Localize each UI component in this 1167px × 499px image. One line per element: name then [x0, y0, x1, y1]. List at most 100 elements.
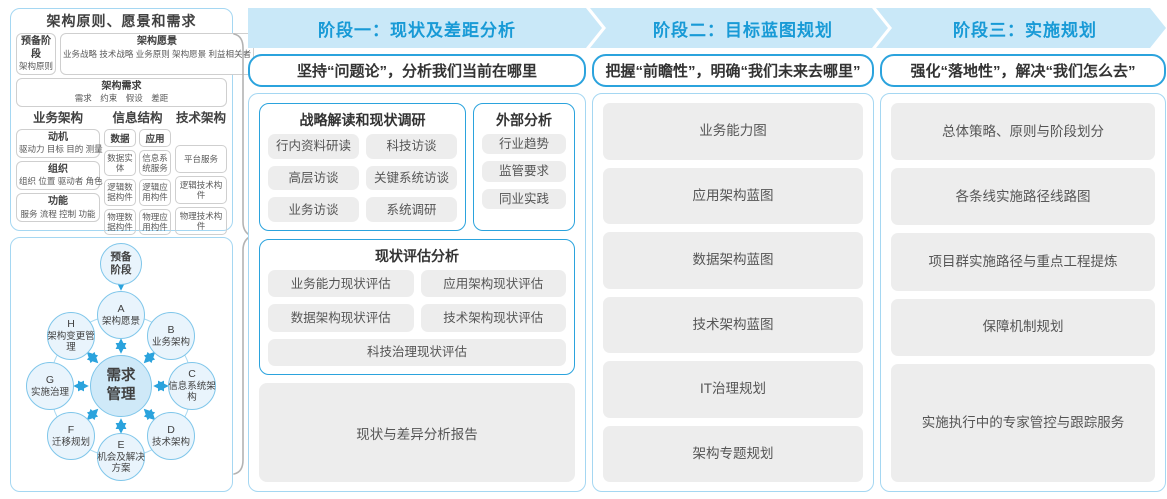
cycle-node-a-letter: A [117, 303, 125, 315]
phase1-item: 科技治理现状评估 [268, 338, 566, 366]
tech-spacer [175, 129, 227, 142]
phase3-header: 阶段三：实施规划 [876, 8, 1166, 48]
framework-top-row: 预备阶段 架构原则 架构愿景 业务战略 技术战略 业务原则 架构愿景 利益相关者 [16, 33, 254, 75]
phase1-item: 业务访谈 [268, 197, 359, 222]
current-assessment-title: 现状评估分析 [375, 248, 459, 264]
cycle-node-a-label: 架构愿景 [101, 315, 140, 327]
data-header: 数据 [104, 128, 136, 147]
phase1-item: 数据架构现状评估 [268, 304, 414, 332]
phase1-item: 系统调研 [366, 197, 457, 222]
cycle-node-h-letter: H [67, 318, 75, 331]
phase1-item: 关键系统访谈 [366, 165, 457, 191]
physical-app-box: 物理应用构件 [139, 208, 171, 235]
organization-title: 组织 [48, 163, 68, 175]
business-architecture-column: 业务架构 动机 驱动力 目标 目的 测量 组织 组织 位置 驱动者 角色 功能 … [16, 110, 103, 235]
cycle-node-f-label: 迁移规划 [51, 436, 90, 448]
cycle-center-label: 需求管理 [106, 368, 136, 403]
organization-box: 组织 组织 位置 驱动者 角色 [16, 160, 103, 190]
framework-title: 架构原则、愿景和需求 [46, 13, 197, 29]
cycle-prep-phase-label: 预备阶段 [110, 250, 132, 276]
phase1-item: 科技访谈 [366, 134, 457, 159]
phase2-item: 应用架构蓝图 [603, 167, 863, 224]
cycle-node-d-letter: D [167, 424, 175, 436]
phase3-subtitle: 强化“落地性”，解决“我们怎么去” [880, 54, 1166, 87]
logical-app-box: 逻辑应用构件 [139, 179, 171, 206]
phase3-item: 实施执行中的专家管控与跟踪服务 [891, 363, 1155, 482]
cycle-node-f-letter: F [67, 424, 75, 436]
cycle-node-h-label: 架构变更管理 [47, 330, 95, 354]
phase2-item: 业务能力图 [603, 103, 863, 160]
application-header: 应用 [139, 128, 171, 147]
phase1-item: 行内资料研读 [268, 134, 359, 159]
phase3-item: 总体策略、原则与阶段划分 [891, 103, 1155, 161]
current-assessment-grid: 业务能力现状评估 应用架构现状评估 数据架构现状评估 技术架构现状评估 科技治理… [268, 270, 566, 366]
phase1-item: 监管要求 [482, 161, 566, 182]
phase2-subtitle: 把握“前瞻性”，明确“我们未来去哪里” [592, 54, 874, 87]
phase2-item: 数据架构蓝图 [603, 232, 863, 289]
cycle-node-b-label: 业务架构 [151, 336, 190, 348]
framework-middle-row: 业务架构 动机 驱动力 目标 目的 测量 组织 组织 位置 驱动者 角色 功能 … [16, 110, 227, 235]
architecture-vision-sub: 业务战略 技术战略 业务原则 架构愿景 利益相关者 [63, 48, 251, 59]
phase1-top-groups: 战略解读和现状调研 行内资料研读 科技访谈 高层访谈 关键系统访谈 业务访谈 系… [259, 103, 575, 231]
cycle-prep-phase-circle: 预备阶段 [100, 243, 142, 285]
prep-phase-box: 预备阶段 架构原则 [16, 33, 57, 75]
external-analysis-title: 外部分析 [496, 112, 552, 128]
phase2-item: IT治理规划 [603, 361, 863, 418]
cycle-node-c-label: 信息系统架构 [168, 380, 216, 404]
motivation-sub: 驱动力 目标 目的 测量 [19, 144, 103, 155]
phase1-item: 应用架构现状评估 [420, 270, 566, 298]
phase3-item: 项目群实施路径与重点工程提炼 [891, 233, 1155, 291]
phase1-header: 阶段一：现状及差距分析 [248, 8, 602, 48]
function-sub: 服务 流程 控制 功能 [20, 208, 96, 219]
phases-area: 阶段一：现状及差距分析 阶段二：目标蓝图规划 阶段三：实施规划 坚持“问题论”，… [248, 8, 1166, 492]
platform-service-box: 平台服务 [175, 144, 227, 173]
logical-data-box: 逻辑数据构件 [104, 179, 136, 206]
strategy-research-title: 战略解读和现状调研 [299, 112, 426, 128]
gap-analysis-report-box: 现状与差异分析报告 [259, 383, 575, 482]
phase1-item: 同业实践 [482, 188, 566, 209]
phase1-item: 业务能力现状评估 [268, 270, 414, 298]
information-structure-title: 信息结构 [112, 110, 163, 125]
strategy-research-grid: 行内资料研读 科技访谈 高层访谈 关键系统访谈 业务访谈 系统调研 [268, 134, 457, 222]
external-analysis-stack: 行业趋势 监管要求 同业实践 [482, 134, 566, 222]
function-title: 功能 [48, 196, 68, 207]
phase2-item: 技术架构蓝图 [603, 296, 863, 353]
architecture-requirement-title: 架构需求 [101, 80, 142, 92]
cycle-node-e-letter: E [117, 439, 125, 452]
phase2-content: 业务能力图 应用架构蓝图 数据架构蓝图 技术架构蓝图 IT治理规划 架构专题规划 [592, 93, 874, 492]
cycle-node-d-label: 技术架构 [151, 436, 190, 448]
phase3-item: 保障机制规划 [891, 298, 1155, 356]
business-architecture-title: 业务架构 [32, 110, 83, 125]
phase1-item: 行业趋势 [482, 134, 566, 155]
external-analysis-group: 外部分析 行业趋势 监管要求 同业实践 [473, 103, 575, 231]
physical-data-box: 物理数据构件 [104, 208, 136, 235]
architecture-requirement-box: 架构需求 需求 约束 假设 差距 [16, 77, 227, 107]
cycle-requirements-management-circle: 需求管理 [90, 355, 152, 417]
cycle-node-c-letter: C [188, 368, 196, 381]
prep-phase-sub: 架构原则 [19, 61, 54, 71]
strategy-research-group: 战略解读和现状调研 行内资料研读 科技访谈 高层访谈 关键系统访谈 业务访谈 系… [259, 103, 466, 231]
cycle-node-e-label: 机会及解决方案 [97, 451, 145, 475]
logical-tech-box: 逻辑技术构件 [175, 175, 227, 204]
phase1-content: 战略解读和现状调研 行内资料研读 科技访谈 高层访谈 关键系统访谈 业务访谈 系… [248, 93, 586, 492]
architecture-vision-title: 架构愿景 [136, 36, 177, 47]
current-assessment-group: 现状评估分析 业务能力现状评估 应用架构现状评估 数据架构现状评估 技术架构现状… [259, 239, 575, 375]
phase3-content: 总体策略、原则与阶段划分 各条线实施路径线路图 项目群实施路径与重点工程提炼 保… [880, 93, 1166, 492]
left-column: 架构原则、愿景和需求 预备阶段 架构原则 架构愿景 业务战略 技术战略 业务原则… [10, 8, 254, 492]
architecture-framework-panel: 架构原则、愿景和需求 预备阶段 架构原则 架构愿景 业务战略 技术战略 业务原则… [10, 8, 254, 280]
function-box: 功能 服务 流程 控制 功能 [16, 193, 100, 223]
phase1-item: 技术架构现状评估 [420, 304, 566, 332]
